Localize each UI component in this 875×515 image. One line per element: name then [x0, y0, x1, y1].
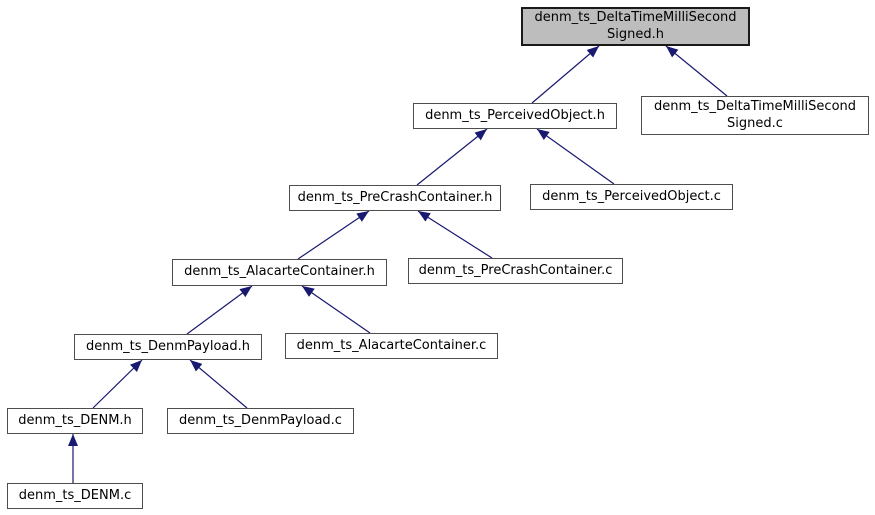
graph-node-precrash_c[interactable]: denm_ts_PreCrashContainer.c: [408, 258, 623, 284]
graph-edge-denm_h--payload_h: [92, 359, 143, 409]
graph-node-denm_c[interactable]: denm_ts_DENM.c: [7, 483, 143, 509]
graph-node-delta_h[interactable]: denm_ts_DeltaTimeMilliSecond Signed.h: [521, 7, 750, 46]
graph-edge-precrash_h--perceived_h: [416, 128, 488, 186]
graph-edge-perceived_h--delta_h: [531, 45, 600, 104]
graph-edge-perceived_c--perceived_h: [536, 128, 615, 185]
graph-edge-payload_h--alacarte_h: [186, 285, 253, 335]
graph-edge-payload_c--payload_h: [189, 359, 248, 409]
graph-edge-precrash_c--precrash_h: [417, 210, 493, 259]
graph-node-delta_c[interactable]: denm_ts_DeltaTimeMilliSecond Signed.c: [641, 96, 869, 135]
graph-edge-alacarte_c--alacarte_h: [301, 285, 371, 334]
graph-edge-alacarte_h--precrash_h: [297, 210, 370, 260]
graph-node-perceived_c[interactable]: denm_ts_PerceivedObject.c: [530, 184, 733, 210]
graph-node-payload_c[interactable]: denm_ts_DenmPayload.c: [167, 408, 354, 434]
graph-node-denm_h[interactable]: denm_ts_DENM.h: [7, 408, 143, 434]
graph-edge-delta_c--delta_h: [665, 45, 728, 97]
graph-node-alacarte_h[interactable]: denm_ts_AlacarteContainer.h: [172, 259, 387, 286]
graph-node-precrash_h[interactable]: denm_ts_PreCrashContainer.h: [289, 185, 501, 211]
graph-node-alacarte_c[interactable]: denm_ts_AlacarteContainer.c: [285, 333, 498, 359]
graph-node-perceived_h[interactable]: denm_ts_PerceivedObject.h: [413, 103, 617, 129]
graph-node-payload_h[interactable]: denm_ts_DenmPayload.h: [74, 334, 262, 360]
